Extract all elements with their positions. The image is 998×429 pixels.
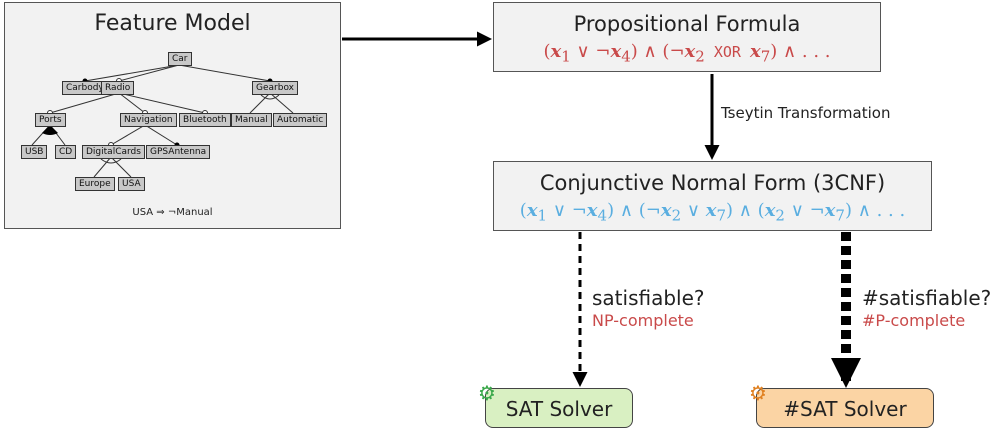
cnf-title: Conjunctive Normal Form (3CNF) [539, 171, 886, 195]
sat-solver-box: ⚙ SAT Solver [478, 383, 633, 428]
sat-solver-label: SAT Solver [505, 397, 613, 421]
node-usb: USB [21, 145, 48, 159]
node-europe: Europe [75, 177, 115, 191]
node-usa: USA [118, 177, 145, 191]
feature-model-title: Feature Model [94, 11, 251, 36]
node-ports: Ports [35, 113, 66, 127]
node-digitalcards: DigitalCards [82, 145, 145, 159]
sat-complexity: NP-complete [592, 311, 694, 330]
ssat-solver-label: #SAT Solver [783, 397, 907, 421]
node-automatic: Automatic [273, 113, 328, 127]
propositional-formula-box: Propositional Formula (x1 ∨ ¬x4) ∧ (¬x2 … [493, 2, 881, 72]
node-radio: Radio [101, 81, 135, 95]
propositional-formula: (x1 ∨ ¬x4) ∧ (¬x2 XOR x7) ∧ . . . [543, 41, 831, 66]
node-bluetooth: Bluetooth [179, 113, 231, 127]
ssat-question: #satisfiable? [862, 286, 992, 310]
node-navigation: Navigation [120, 113, 177, 127]
cross-tree-constraint: USA ⇒ ¬Manual [132, 207, 213, 218]
sat-question: satisfiable? [592, 286, 705, 310]
node-gpsantenna: GPSAntenna [146, 145, 211, 159]
node-manual: Manual [231, 113, 272, 127]
connector-layer [342, 31, 861, 388]
gear-icon: ⚙ [749, 381, 767, 405]
tseytin-transformation-label: Tseytin Transformation [721, 104, 891, 122]
cnf-formula: (x1 ∨ ¬x4) ∧ (¬x2 ∨ x7) ∧ (x2 ∨ ¬x7) ∧ .… [519, 200, 906, 225]
feature-model-box: Feature Model Car Carbo [4, 2, 341, 229]
node-car: Car [168, 52, 192, 66]
ssat-solver-box: ⚙ #SAT Solver [749, 383, 934, 428]
propositional-formula-title: Propositional Formula [573, 12, 801, 36]
feature-tree-edges [31, 64, 294, 178]
node-cd: CD [55, 145, 77, 159]
node-gearbox: Gearbox [252, 81, 298, 95]
gear-icon: ⚙ [478, 381, 496, 405]
cnf-box: Conjunctive Normal Form (3CNF) (x1 ∨ ¬x4… [493, 161, 932, 231]
ssat-complexity: #P-complete [862, 311, 966, 330]
